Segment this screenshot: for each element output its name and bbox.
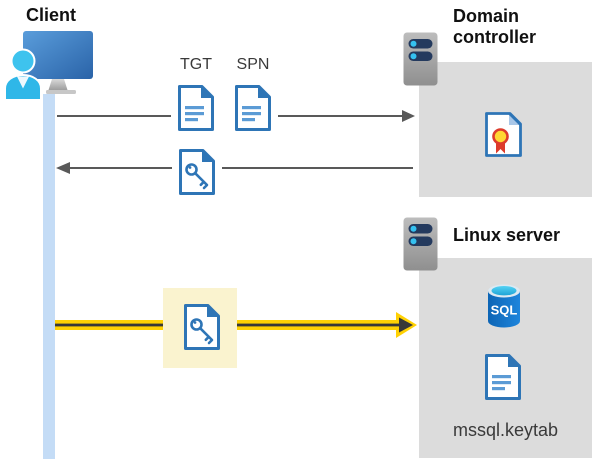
client-label: Client: [26, 5, 77, 25]
keytab-filename: mssql.keytab: [452, 420, 559, 440]
linux-server-label: Linux server: [453, 225, 561, 245]
keytab-document-icon: [485, 354, 521, 400]
sql-badge-text: SQL: [491, 303, 518, 318]
tgt-document-icon: [178, 85, 214, 131]
domain-controller-label: Domain controller: [453, 6, 537, 47]
arrow-dc-to-client: [56, 162, 413, 174]
sql-database-icon: SQL: [488, 284, 520, 328]
key-document-icon: [179, 149, 215, 195]
spn-document-icon: [235, 85, 271, 131]
spn-label: SPN: [236, 56, 270, 73]
linux-server-icon: [403, 217, 438, 271]
tgt-label: TGT: [180, 56, 212, 73]
client-monitor-user-icon: [4, 31, 93, 101]
domain-controller-server-icon: [403, 32, 438, 86]
key-ticket-chip: [172, 146, 222, 198]
certificate-icon: [485, 112, 522, 157]
ticket-icons-chip: [171, 82, 278, 136]
highlighted-key-document-icon: [184, 304, 220, 350]
client-timeline-bar: [43, 94, 55, 459]
